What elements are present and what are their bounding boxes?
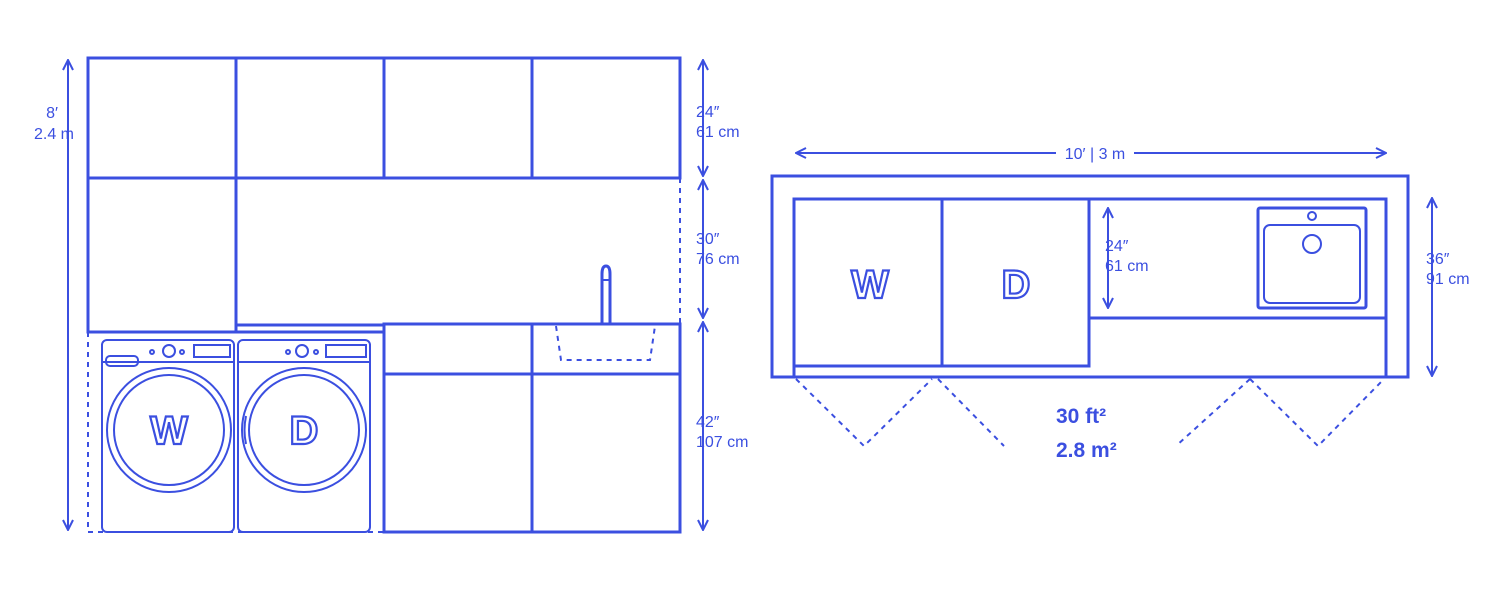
- washer-letter: W: [150, 409, 188, 453]
- cabinet-door-swing-left: [1175, 378, 1251, 447]
- total-height-m: 2.4 m: [34, 126, 74, 143]
- washer-door-inner: [113, 374, 225, 486]
- dryer-letter: D: [290, 409, 319, 453]
- plan-sink-outer: [1256, 206, 1368, 310]
- plan-area-ft: 30 ft²: [1056, 405, 1106, 428]
- dryer-button: [313, 349, 319, 355]
- washer-button: [149, 349, 155, 355]
- dryer-button: [285, 349, 291, 355]
- washer-door-outer: [106, 367, 232, 493]
- washer-dial: [162, 344, 176, 358]
- dryer-door-outer: [241, 367, 367, 493]
- detergent-drawer: [105, 355, 139, 367]
- sink-basin-outline: [555, 325, 656, 361]
- cabinet-door-swing-right: [1249, 378, 1385, 448]
- counter-height-cm: 107 cm: [696, 434, 748, 451]
- faucet: [600, 264, 612, 324]
- upper-cabinet-cm: 61 cm: [696, 124, 740, 141]
- plan-dryer-letter: D: [1002, 263, 1031, 307]
- appliance-depth-cm: 61 cm: [1105, 258, 1149, 275]
- dryer-body: [237, 339, 371, 533]
- dryer-dial: [295, 344, 309, 358]
- plan-view: 10′ | 3 m W D 24″ 61 cm 36″ 91 cm 30 ft²: [770, 146, 1470, 462]
- washer-door-swing: [795, 378, 933, 448]
- plan-sink-basin: [1263, 224, 1361, 304]
- dryer-door-inner: [248, 374, 360, 486]
- washer-body: [101, 339, 235, 533]
- dryer-hinge: [243, 415, 247, 445]
- backsplash-cm: 76 cm: [696, 251, 740, 268]
- plan-area-m: 2.8 m²: [1056, 439, 1117, 462]
- plan-depth-in: 36″: [1426, 251, 1450, 268]
- backsplash-in: 30″: [696, 231, 720, 248]
- plan-width-label: 10′ | 3 m: [1065, 146, 1126, 163]
- counter-height-in: 42″: [696, 414, 720, 431]
- washer-front: W: [101, 339, 235, 533]
- appliance-depth-in: 24″: [1105, 238, 1129, 255]
- elevation-view: W D 8′ 2.4 m 24″ 61 cm 30″ 76 cm 42″ 107…: [34, 56, 748, 534]
- washer-button: [179, 349, 185, 355]
- dryer-display: [325, 344, 367, 358]
- upper-cabinet-in: 24″: [696, 104, 720, 121]
- plan-depth-cm: 91 cm: [1426, 271, 1470, 288]
- dryer-door-swing: [937, 378, 1005, 447]
- tall-cabinet-mid: [86, 176, 238, 334]
- plan-sink-drain: [1302, 234, 1322, 254]
- plan-washer-letter: W: [851, 263, 889, 307]
- total-height-ft: 8′: [46, 105, 58, 122]
- washer-display: [193, 344, 231, 358]
- plan-faucet: [1307, 211, 1317, 221]
- dryer-front: D: [237, 339, 371, 533]
